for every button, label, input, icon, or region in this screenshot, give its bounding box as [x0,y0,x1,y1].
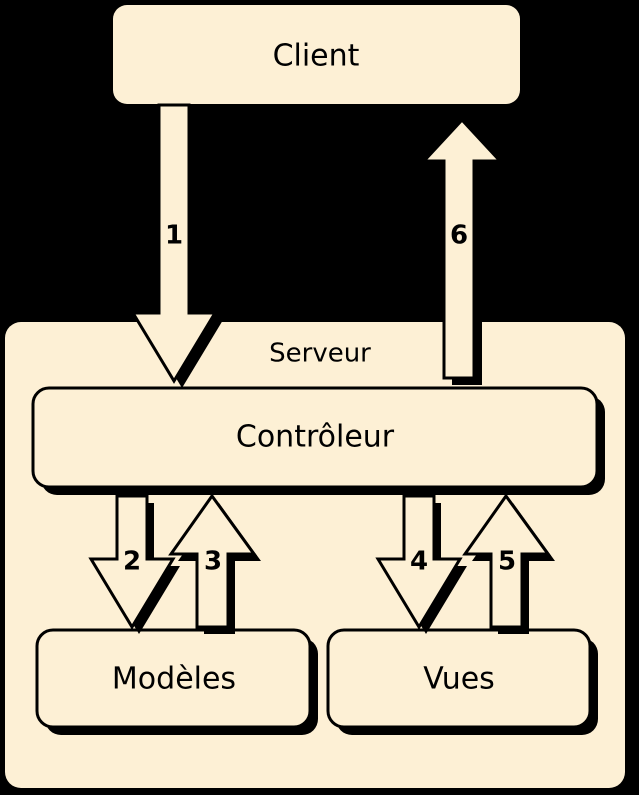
arrow-1: 1 [130,103,223,388]
client-node[interactable]: Client [113,5,527,111]
controleur-box[interactable] [31,386,599,489]
client-label: Client [273,39,360,74]
arrow-3-number: 3 [204,547,222,577]
arrow-6-number: 6 [450,221,468,251]
arrow-3-shape [168,493,257,629]
arrow-5-shape [462,493,551,629]
vues-box[interactable] [326,628,592,729]
arrow-3: 3 [168,493,261,634]
arrow-2-number: 2 [123,547,141,577]
modeles-node[interactable]: Modèles [35,628,318,735]
controleur-node[interactable]: Contrôleur [31,386,605,495]
arrow-1-shape [130,103,218,384]
serveur-label: Serveur [269,339,371,369]
vues-label: Vues [423,662,495,697]
vues-node[interactable]: Vues [326,628,598,735]
arrow-2: 2 [88,494,180,634]
arrow-5: 5 [462,493,555,634]
arrow-6: 6 [420,117,508,385]
arrow-2-shape [88,494,176,630]
client-box[interactable] [113,5,520,104]
arrow-4-number: 4 [410,547,428,577]
controleur-label: Contrôleur [236,420,395,455]
arrow-4-shape [375,494,463,630]
arrow-6-shape [420,117,504,380]
arrow-4: 4 [375,494,467,634]
arrow-5-number: 5 [498,547,516,577]
arrow-1-number: 1 [165,221,183,251]
modeles-box[interactable] [35,628,312,729]
modeles-label: Modèles [112,662,236,697]
